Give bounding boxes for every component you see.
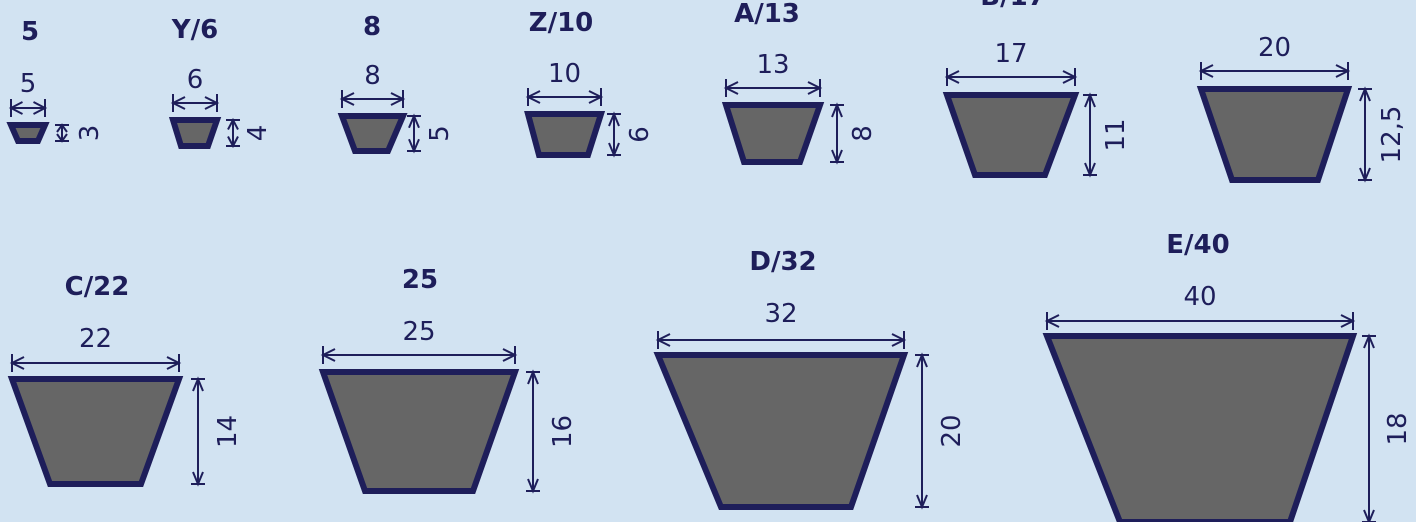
height-value: 14: [213, 415, 243, 448]
belt-cross-section: [653, 352, 909, 510]
belt-cross-section: [524, 111, 606, 158]
belt-profile-Z-10: Z/10 10 6: [524, 8, 655, 158]
height-dimension-arrow: [1362, 333, 1376, 522]
width-dimension-arrow: [525, 88, 604, 106]
width-value: 6: [187, 65, 204, 95]
width-dimension-arrow: [170, 94, 220, 112]
height-value: 8: [848, 125, 878, 142]
belt-title: B/17: [980, 0, 1046, 12]
height-value: 3: [75, 125, 105, 142]
belt-title: A/13: [734, 0, 800, 29]
height-dimension-arrow: [1358, 86, 1372, 183]
belt-cross-section: [942, 92, 1080, 178]
belt-title: 8: [363, 12, 381, 42]
belt-title: D/32: [749, 247, 816, 277]
width-dimension-arrow: [320, 346, 518, 364]
width-dimension-arrow: [944, 68, 1078, 86]
belt-profile-C-22: C/22 22 14: [7, 272, 243, 487]
height-value: 18: [1383, 412, 1413, 445]
belt-cross-section: [1042, 333, 1358, 522]
width-value: 20: [1258, 33, 1291, 63]
height-value: 6: [625, 126, 655, 143]
belt-title: E/40: [1166, 230, 1229, 260]
belt-profile-D-32: D/32 32 20: [653, 247, 967, 510]
height-value: 5: [425, 125, 455, 142]
height-dimension-arrow: [915, 352, 929, 510]
width-value: 25: [402, 317, 435, 347]
belt-profile-8: 8 8 5: [337, 12, 455, 154]
belt-profile-25: 25 25 16: [318, 265, 578, 494]
width-value: 10: [548, 59, 581, 89]
width-dimension-arrow: [655, 331, 907, 349]
width-value: 32: [764, 299, 797, 329]
width-value: 13: [756, 50, 789, 80]
height-value: 4: [243, 125, 273, 142]
belt-title: 25: [402, 265, 438, 295]
width-value: 8: [364, 61, 381, 91]
width-value: 5: [20, 69, 37, 99]
height-value: 12,5: [1377, 106, 1407, 164]
width-value: 22: [79, 324, 112, 354]
belt-title: Y/6: [171, 15, 218, 45]
height-dimension-arrow: [830, 102, 844, 165]
height-dimension-arrow: [607, 111, 621, 158]
belt-title: C/22: [65, 272, 130, 302]
width-dimension-arrow: [9, 354, 182, 372]
height-value: 16: [548, 415, 578, 448]
height-dimension-arrow: [526, 369, 540, 494]
width-dimension-arrow: [1198, 62, 1351, 80]
belt-cross-section: [337, 113, 408, 154]
belt-profile-E-40: E/40 40 18: [1042, 230, 1413, 522]
width-value: 17: [994, 39, 1027, 69]
width-dimension-arrow: [8, 99, 48, 117]
belt-cross-section: [7, 376, 184, 487]
height-dimension-arrow: [191, 376, 205, 487]
belt-title: 20: [1258, 0, 1294, 5]
belt-cross-section: [721, 102, 825, 165]
width-dimension-arrow: [723, 79, 823, 97]
belt-title: Z/10: [529, 8, 594, 38]
belt-cross-section: [6, 122, 50, 144]
belt-profile-5: 5 5 3: [6, 17, 105, 144]
height-dimension-arrow: [226, 117, 240, 149]
height-value: 11: [1101, 118, 1131, 151]
height-dimension-arrow: [407, 113, 421, 154]
width-dimension-arrow: [1044, 312, 1356, 330]
belt-cross-section: [168, 117, 222, 149]
width-dimension-arrow: [339, 90, 406, 108]
belt-cross-section: [1196, 86, 1353, 183]
width-value: 40: [1183, 282, 1216, 312]
height-value: 20: [937, 414, 967, 447]
belt-profile-Y-6: Y/6 6 4: [168, 15, 273, 149]
height-dimension-arrow: [55, 123, 69, 143]
height-dimension-arrow: [1083, 92, 1097, 178]
belt-cross-section: [318, 369, 520, 494]
belt-title: 5: [21, 17, 39, 47]
belt-profile-20: 20 20 12,5: [1196, 0, 1407, 183]
belt-profile-A-13: A/13 13 8: [721, 0, 878, 165]
belt-profile-B-17: B/17 17 11: [942, 0, 1131, 178]
